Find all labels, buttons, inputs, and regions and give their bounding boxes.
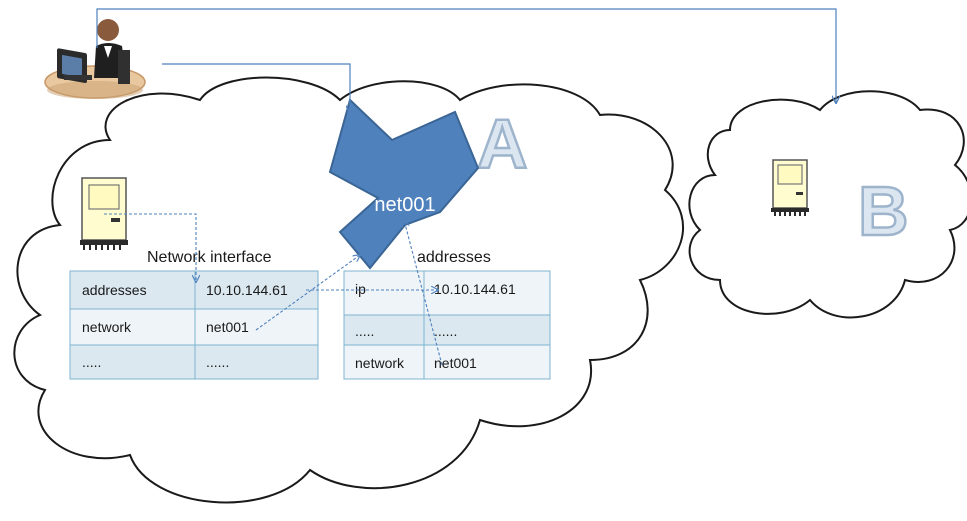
connector-user-to-cloud-a: [162, 63, 350, 113]
table-cell: net001: [434, 355, 477, 371]
table-cell: ip: [355, 281, 366, 297]
connector-network-to-net-shape: [255, 255, 360, 331]
cloud-b-letter: B: [858, 172, 909, 250]
table-cell: 10.10.144.61: [206, 282, 288, 298]
addresses-table-title: addresses: [417, 249, 491, 266]
user-at-computer-icon: [44, 19, 146, 99]
server-computer-icon: [80, 177, 128, 250]
table-cell: .....: [82, 354, 101, 370]
connector-server-to-interface: [104, 213, 196, 282]
table-cell: 10.10.144.61: [434, 281, 516, 297]
table-cell: .....: [355, 323, 374, 339]
cloud-b: [688, 90, 967, 319]
cloud-a-letter: A: [477, 105, 528, 183]
interface-table: addresses 10.10.144.61 network net001 ..…: [69, 270, 319, 380]
table-cell: network: [355, 355, 405, 371]
server-computer-icon: [771, 159, 809, 216]
table-cell: addresses: [82, 282, 147, 298]
table-cell: network: [82, 319, 132, 335]
table-cell: net001: [206, 319, 249, 335]
table-cell: ......: [206, 354, 229, 370]
network-shape-label: net001: [374, 194, 435, 216]
connector-user-to-cloud-b: [96, 8, 836, 103]
interface-table-title: Network interface: [147, 249, 272, 266]
addresses-table: ip 10.10.144.61 ..... ...... network net…: [343, 270, 551, 380]
table-cell: ......: [434, 323, 457, 339]
